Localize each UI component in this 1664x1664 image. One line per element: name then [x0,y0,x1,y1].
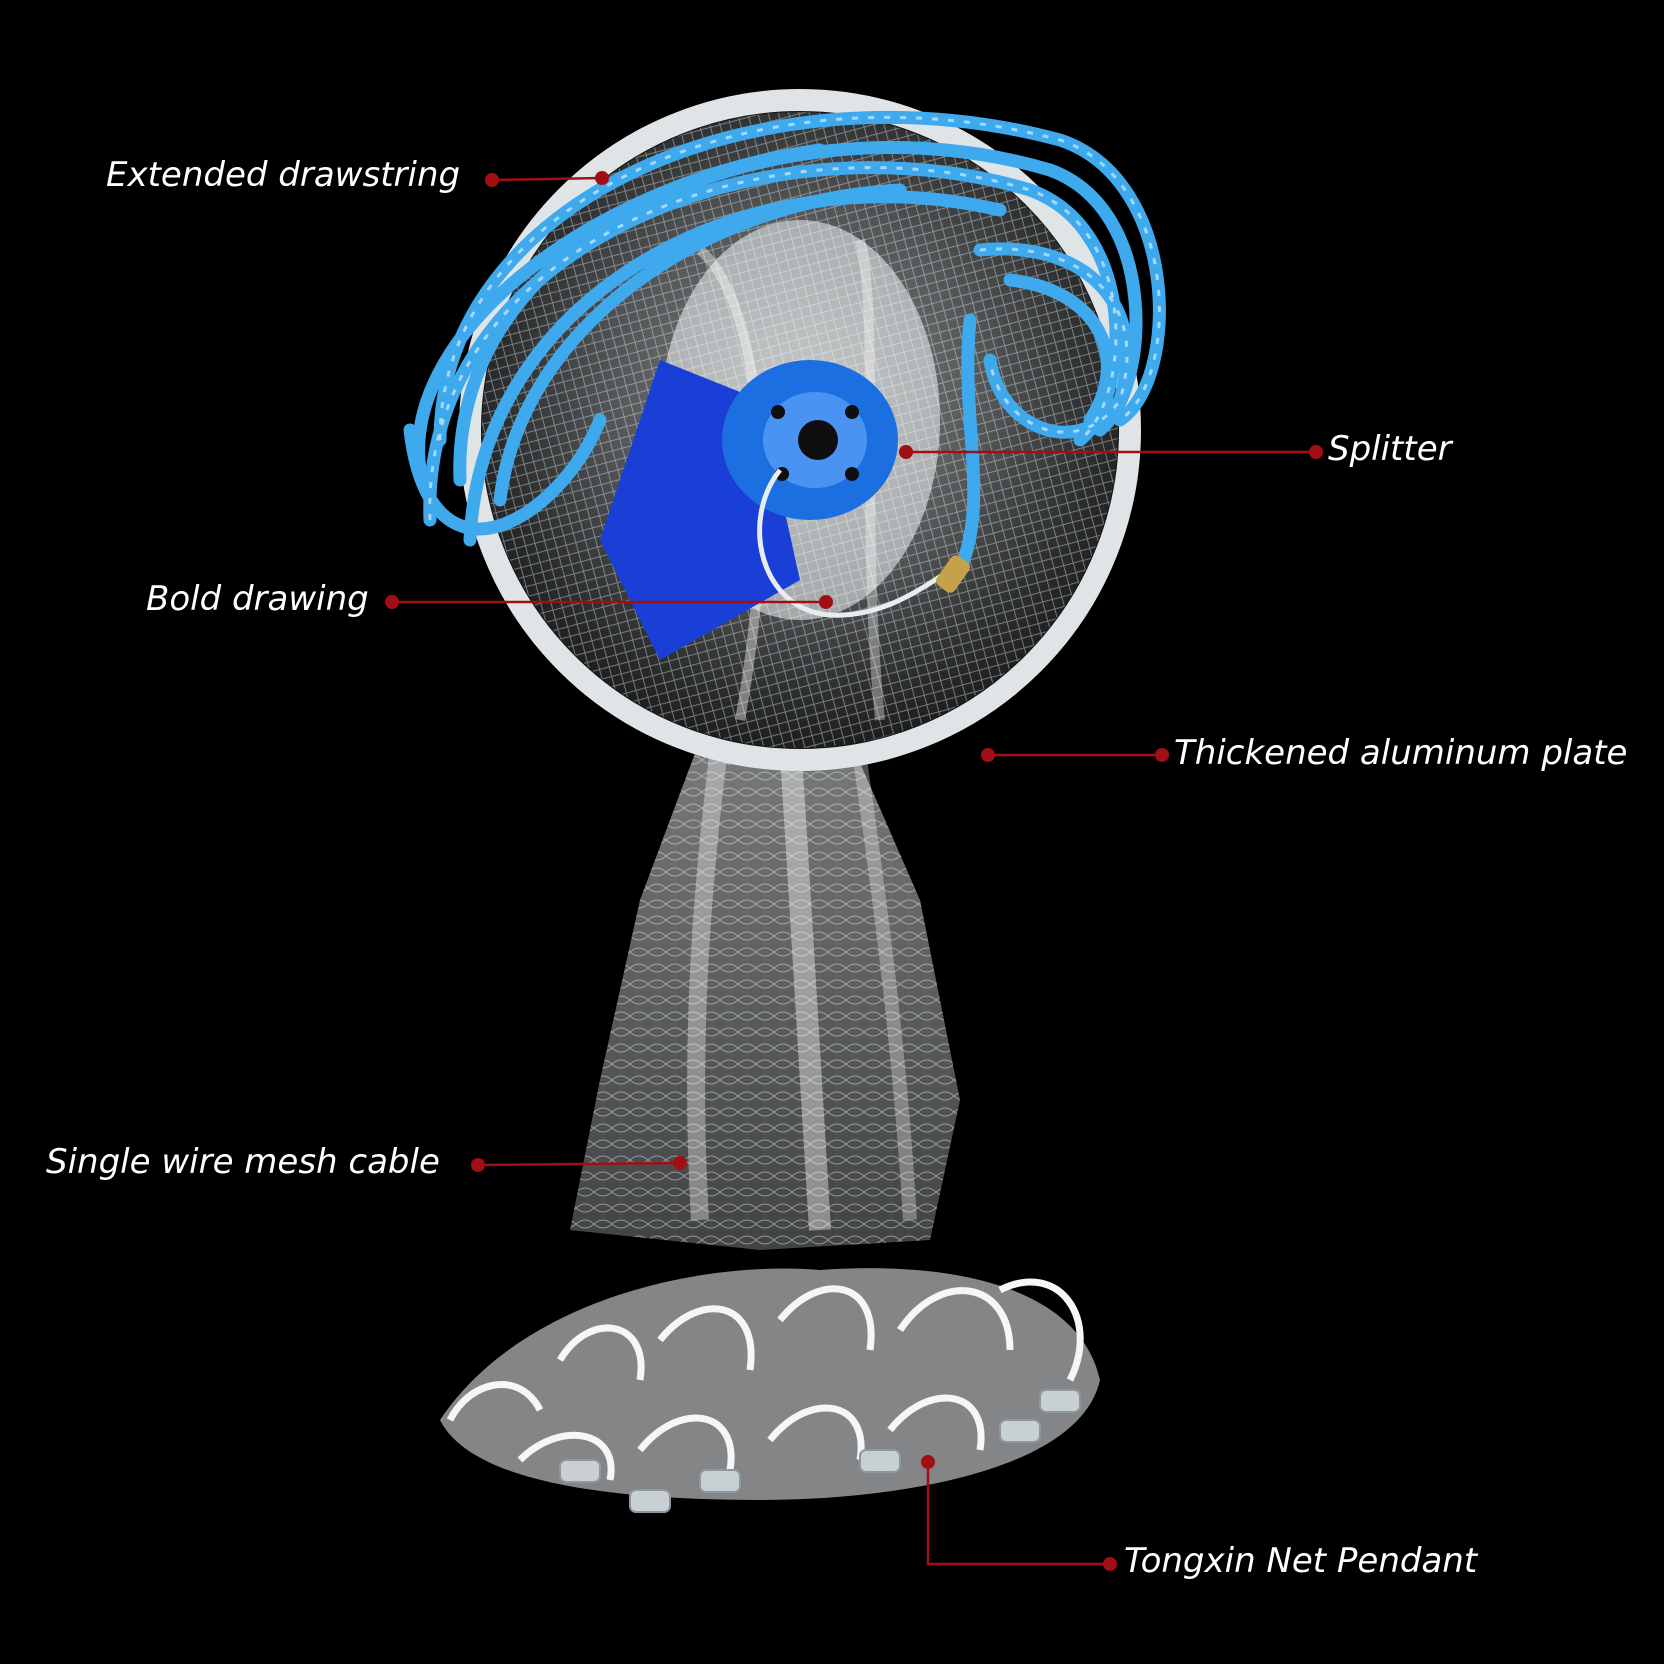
callout-dots [385,171,1323,1571]
net-pendant-weights [440,1268,1100,1513]
label-bold-drawing: Bold drawing [146,579,369,619]
bold-drawing-wire [757,468,970,618]
label-extended-drawstring: Extended drawstring [106,155,461,195]
label-single-wire-mesh-cable: Single wire mesh cable [46,1142,440,1182]
label-splitter: Splitter [1328,429,1452,469]
label-thickened-aluminum-plate: Thickened aluminum plate [1174,733,1628,773]
net-skirt [570,738,960,1250]
callout-lines [392,176,1316,1566]
label-tongxin-net-pendant: Tongxin Net Pendant [1124,1541,1478,1581]
splitter [722,360,898,520]
rope-highlight [428,115,1161,521]
